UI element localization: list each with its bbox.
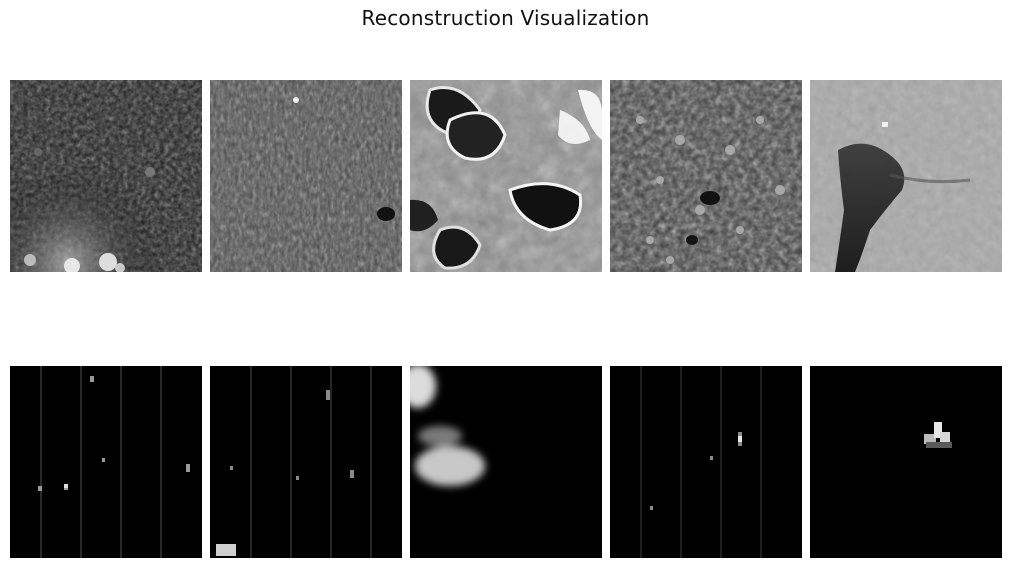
orig-2-image <box>210 80 402 272</box>
orig-4-image <box>610 80 802 272</box>
image-panel-orig-5 <box>810 80 1002 272</box>
image-panel-recon-5 <box>810 366 1002 558</box>
figure-title: Reconstruction Visualization <box>361 6 650 30</box>
image-panel-orig-4 <box>610 80 802 272</box>
image-panel-recon-3 <box>410 366 602 558</box>
orig-3-image <box>410 80 602 272</box>
recon-4-image <box>610 366 802 558</box>
image-panel-orig-1 <box>10 80 202 272</box>
image-panel-recon-2 <box>210 366 402 558</box>
orig-1-image <box>10 80 202 272</box>
recon-5-image <box>810 366 1002 558</box>
image-panel-recon-4 <box>610 366 802 558</box>
recon-2-image <box>210 366 402 558</box>
image-grid <box>10 0 1002 568</box>
recon-1-image <box>10 366 202 558</box>
recon-3-image <box>410 366 602 558</box>
orig-5-image <box>810 80 1002 272</box>
image-panel-orig-2 <box>210 80 402 272</box>
image-panel-orig-3 <box>410 80 602 272</box>
image-panel-recon-1 <box>10 366 202 558</box>
